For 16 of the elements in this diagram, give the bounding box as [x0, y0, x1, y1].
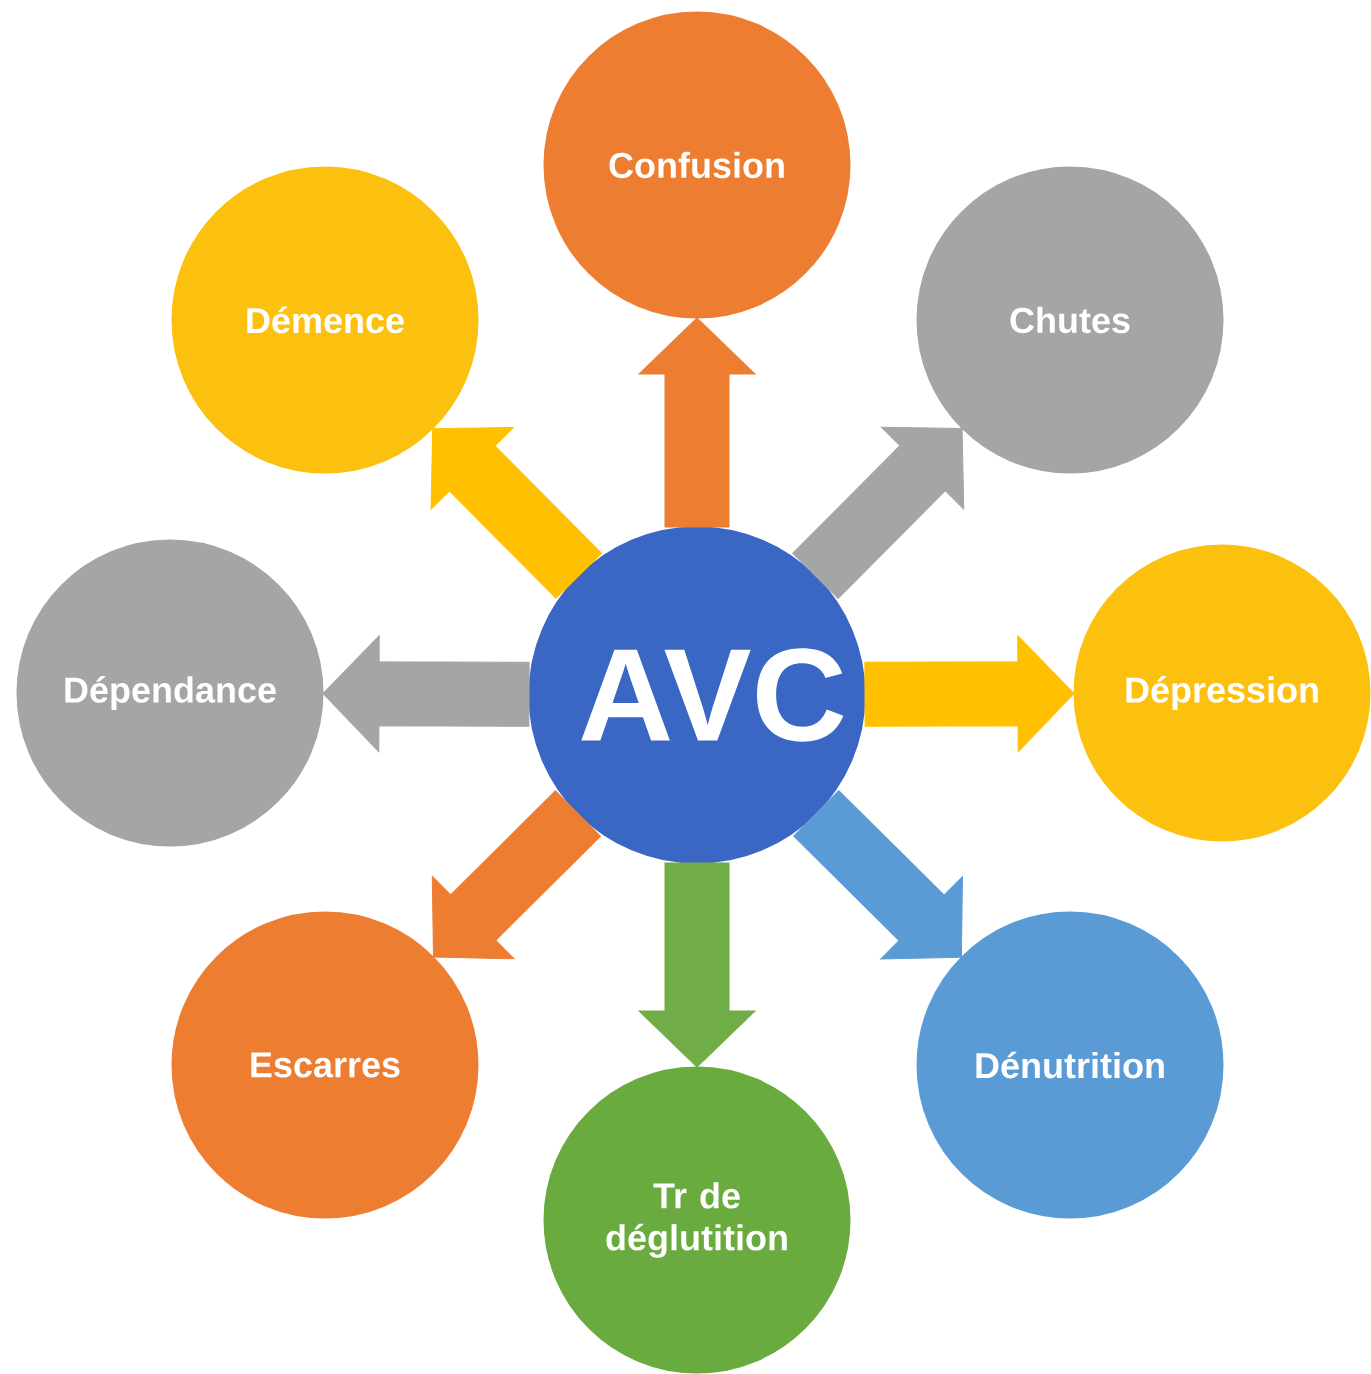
block-arrow	[793, 790, 963, 960]
circle-node: Démence	[168, 163, 482, 477]
block-arrow	[430, 427, 602, 599]
block-arrow	[322, 635, 530, 753]
block-arrow	[638, 317, 756, 528]
block-arrow	[638, 862, 756, 1068]
circle-node: Dépression	[1070, 541, 1371, 845]
circle-node: Dépendance	[13, 536, 327, 850]
circle-node: Confusion	[540, 8, 854, 322]
circle-node: Escarres	[168, 908, 482, 1222]
circle-node: Chutes	[913, 163, 1227, 477]
circle-node: Tr de déglutition	[540, 1063, 854, 1374]
block-arrow	[792, 426, 965, 599]
block-arrow	[431, 790, 601, 960]
block-arrow	[864, 635, 1075, 753]
circle-node: Dénutrition	[913, 908, 1227, 1222]
